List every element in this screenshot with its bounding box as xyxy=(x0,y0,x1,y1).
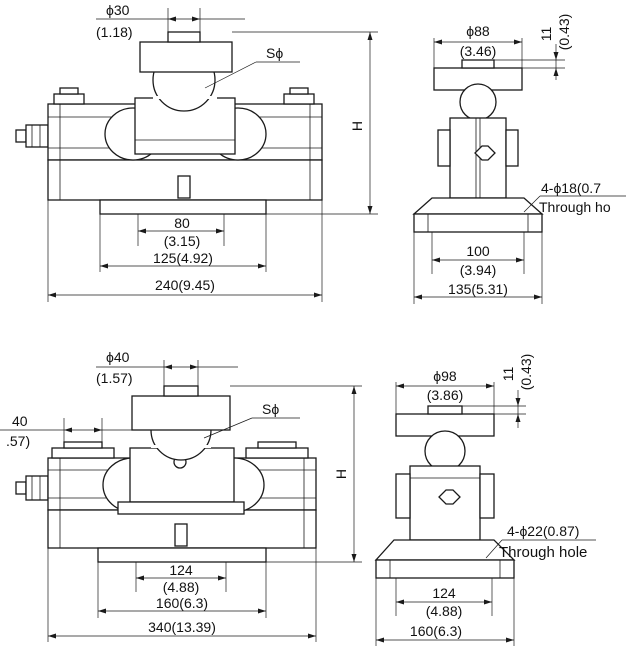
bottom-end-view: ϕ98 (3.86) 11 (0.43) 4-ϕ22(0.87) Through… xyxy=(374,354,596,646)
top-side-height-label: H xyxy=(349,121,365,131)
bottom-side-base-mm: 124 xyxy=(169,562,193,578)
bottom-side-sphere-label: Sϕ xyxy=(262,401,279,417)
top-side-dia-mm: ϕ30 xyxy=(106,2,130,18)
bottom-end-ear-right xyxy=(479,473,495,519)
bottom-end-base-mm: 124 xyxy=(432,585,456,601)
bottom-cable-tip xyxy=(15,481,27,495)
top-cap xyxy=(139,41,233,73)
bottom-slot xyxy=(174,523,188,547)
top-cable-tip xyxy=(15,129,27,143)
top-side-dia-in: (1.18) xyxy=(96,24,133,40)
top-base-plate xyxy=(99,199,267,215)
bottom-pin xyxy=(163,385,199,397)
top-side-view: ϕ30 (1.18) Sϕ H 80 (3.15) 125(4.92) xyxy=(15,2,378,302)
top-end-ear-left xyxy=(437,129,451,167)
bottom-end-hole-spec: 4-ϕ22(0.87) xyxy=(507,523,579,539)
bottom-bolt-left xyxy=(51,447,115,459)
top-end-view: ϕ88 (3.46) 11 (0.43) 4-ϕ18(0.7 Through h… xyxy=(412,14,626,304)
top-end-dia-in: (3.46) xyxy=(460,43,497,59)
bottom-end-thick-in: (0.43) xyxy=(518,354,534,391)
top-end-thick-mm: 11 xyxy=(538,27,554,42)
bottom-end-overall: 160(6.3) xyxy=(410,623,462,639)
top-end-ear-right xyxy=(505,129,519,167)
top-end-hole-text: Through ho xyxy=(539,199,611,215)
bottom-end-thick-mm: 11 xyxy=(500,367,516,382)
bottom-end-sphere xyxy=(424,430,466,472)
bottom-side-height-label: H xyxy=(333,469,349,479)
bottom-cable-gland xyxy=(25,475,49,501)
bottom-end-dia-in: (3.86) xyxy=(427,387,464,403)
top-end-base-mm: 100 xyxy=(466,243,490,259)
bottom-side-left-mm: 40 xyxy=(12,413,28,429)
bottom-side-base-in: (4.88) xyxy=(163,579,200,595)
bottom-side-overall: 340(13.39) xyxy=(148,619,216,635)
top-end-hole-spec: 4-ϕ18(0.7 xyxy=(541,180,601,196)
bottom-base-plate xyxy=(97,547,267,563)
top-pin xyxy=(167,31,201,43)
bottom-center-plate xyxy=(117,501,245,515)
top-side-sphere-label: Sϕ xyxy=(266,45,283,61)
bottom-side-dia-in: (1.57) xyxy=(96,370,133,386)
top-end-base-in: (3.94) xyxy=(460,262,497,278)
top-slot xyxy=(177,175,191,199)
top-end-sphere xyxy=(459,83,497,121)
top-end-overall: 135(5.31) xyxy=(448,281,508,297)
bottom-end-pin xyxy=(427,405,463,415)
bottom-bolt-right xyxy=(245,447,309,459)
top-end-dia-mm: ϕ88 xyxy=(466,23,490,39)
top-bolt-right xyxy=(283,93,315,105)
bottom-side-dia-mm: ϕ40 xyxy=(106,349,130,365)
top-side-base-mm: 80 xyxy=(174,215,190,231)
top-end-base-taper xyxy=(412,197,544,215)
bottom-end-hole-text: Through hole xyxy=(499,544,587,561)
bottom-end-ear-left xyxy=(395,473,411,519)
top-end-column xyxy=(449,117,507,199)
top-end-thick-in: (0.43) xyxy=(556,14,572,51)
top-cable-gland xyxy=(25,124,49,148)
bottom-side-view: ϕ40 (1.57) 40 .57) Sϕ H 124 (4.88) xyxy=(0,349,362,642)
top-end-base xyxy=(413,213,543,233)
bottom-end-dia-mm: ϕ98 xyxy=(433,368,457,384)
top-end-pin xyxy=(461,59,495,69)
bottom-end-hex xyxy=(438,489,461,505)
bottom-side-left-in: .57) xyxy=(6,433,30,449)
bottom-side-mount: 160(6.3) xyxy=(156,595,208,611)
top-side-mount: 125(4.92) xyxy=(153,250,213,266)
bottom-end-base-in: (4.88) xyxy=(426,603,463,619)
top-side-overall: 240(9.45) xyxy=(155,277,215,293)
top-side-base-in: (3.15) xyxy=(164,233,201,249)
bottom-end-base xyxy=(375,559,515,579)
top-end-hex xyxy=(474,145,496,161)
top-bolt-left xyxy=(53,93,85,105)
bottom-cap xyxy=(131,395,231,431)
